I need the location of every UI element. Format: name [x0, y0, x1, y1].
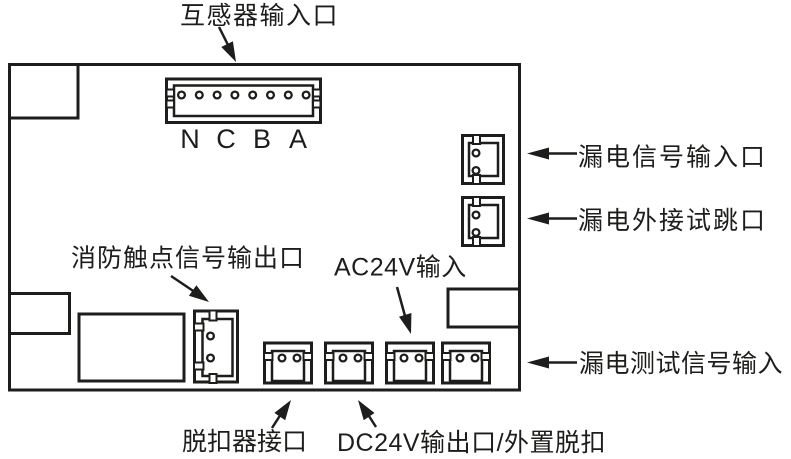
fire-contact-output-label: 消防触点信号输出口 [71, 245, 305, 273]
arrow-left-icon [527, 212, 577, 225]
trip-unit-port-label: 脱扣器接口 [182, 428, 307, 456]
leakage-external-test-trip-connector [461, 195, 505, 248]
leakage-test-signal-input-label: 漏电测试信号输入 [579, 350, 783, 378]
pin-label-a: A [289, 124, 307, 154]
fire-contact-output-connector [193, 309, 239, 384]
latch-tab [208, 309, 218, 322]
pin-hole [205, 331, 216, 341]
latch-tab [165, 88, 175, 98]
latch-tab [165, 99, 175, 109]
leakage-test-signal-connector [440, 341, 492, 385]
pin-hole [265, 90, 276, 100]
arrow-left-icon [527, 147, 577, 160]
connector-slot [201, 317, 234, 378]
leakage-signal-input-connector [461, 133, 505, 186]
pin-label-b: B [253, 124, 271, 154]
pin-hole [212, 90, 222, 100]
top-left-block [8, 63, 80, 120]
pin-hole [283, 90, 293, 100]
arrow-down-icon [395, 286, 412, 334]
arrow-down-icon [217, 26, 236, 62]
dc24v-output-connector [323, 341, 375, 385]
leakage-external-test-trip-label: 漏电外接试跳口 [578, 207, 767, 235]
ac24v-input-connector [384, 341, 436, 385]
pin-label-c: C [216, 124, 236, 154]
pin-hole [194, 90, 204, 100]
latch-tab [312, 88, 322, 98]
relay-block [77, 312, 186, 383]
arrow-up-right-icon [270, 400, 291, 429]
leakage-signal-input-label: 漏电信号输入口 [578, 144, 767, 172]
trip-unit-connector [262, 341, 314, 385]
pin-hole [205, 353, 216, 363]
right-edge-block [446, 287, 521, 329]
latch-tab [193, 361, 205, 371]
arrow-left-icon [527, 356, 577, 369]
pin-hole [248, 90, 258, 100]
pin-hole [230, 90, 240, 100]
latch-tab [208, 373, 218, 384]
pin-hole [301, 90, 311, 100]
transformer-input-connector [165, 77, 322, 124]
latch-tab [312, 99, 322, 109]
arrow-down-right-icon [170, 274, 209, 302]
dc24v-output-external-trip-label: DC24V输出口/外置脱扣 [337, 429, 606, 457]
pin-label-n: N [180, 124, 200, 154]
latch-tab [193, 322, 205, 332]
transformer-input-label: 互感器输入口 [180, 2, 339, 30]
connector-slot [172, 84, 315, 118]
ac24v-input-label: AC24V输入 [334, 254, 467, 282]
pin-hole [176, 90, 187, 100]
arrow-up-left-icon [358, 400, 378, 428]
left-edge-block [8, 292, 71, 335]
